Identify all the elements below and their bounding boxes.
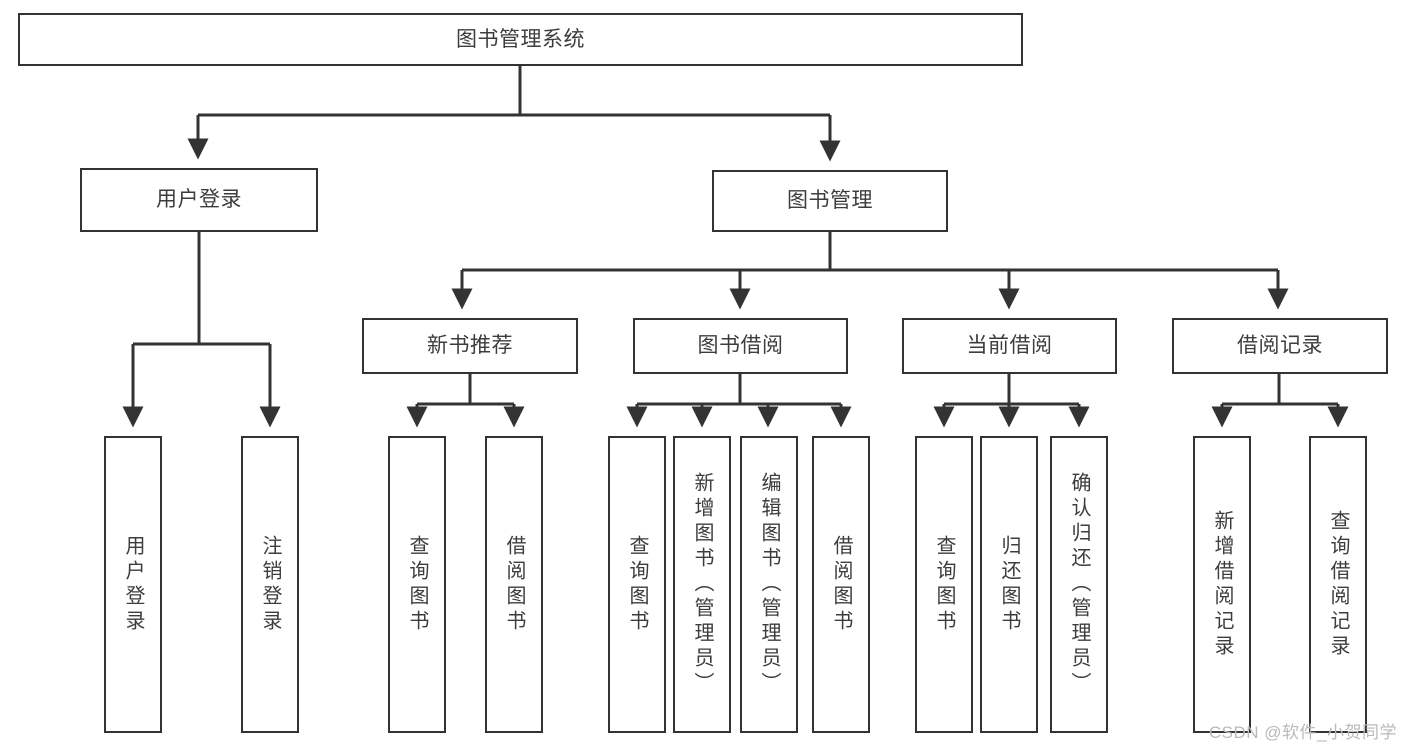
leaf-add-record[interactable]: 新增借阅记录 — [1193, 436, 1251, 733]
leaf-borrow-book-2-label: 借阅图书 — [830, 534, 852, 635]
leaf-query-book-2-label: 查询图书 — [626, 534, 648, 635]
leaf-query-book-1[interactable]: 查询图书 — [388, 436, 446, 733]
node-book-management[interactable]: 图书管理 — [712, 170, 948, 232]
leaf-query-book-3[interactable]: 查询图书 — [915, 436, 973, 733]
node-user-login-label: 用户登录 — [156, 188, 242, 212]
leaf-add-book[interactable]: 新增图书（管理员） — [673, 436, 731, 733]
node-book-borrow[interactable]: 图书借阅 — [633, 318, 848, 374]
leaf-query-book-2[interactable]: 查询图书 — [608, 436, 666, 733]
leaf-user-logout[interactable]: 注销登录 — [241, 436, 299, 733]
node-book-management-label: 图书管理 — [787, 189, 873, 213]
node-root-system[interactable]: 图书管理系统 — [18, 13, 1023, 66]
leaf-query-record-label: 查询借阅记录 — [1327, 509, 1349, 660]
leaf-add-record-label: 新增借阅记录 — [1211, 509, 1233, 660]
node-borrow-record-label: 借阅记录 — [1237, 334, 1323, 358]
leaf-edit-book[interactable]: 编辑图书（管理员） — [740, 436, 798, 733]
node-user-login[interactable]: 用户登录 — [80, 168, 318, 232]
leaf-confirm-return-label: 确认归还（管理员） — [1068, 472, 1090, 697]
node-borrow-record[interactable]: 借阅记录 — [1172, 318, 1388, 374]
leaf-confirm-return[interactable]: 确认归还（管理员） — [1050, 436, 1108, 733]
leaf-user-login-label: 用户登录 — [122, 534, 144, 635]
leaf-add-book-label: 新增图书（管理员） — [691, 472, 713, 697]
leaf-borrow-book-1-label: 借阅图书 — [503, 534, 525, 635]
node-current-borrow-label: 当前借阅 — [966, 334, 1053, 358]
node-book-borrow-label: 图书借阅 — [697, 334, 784, 358]
leaf-user-login[interactable]: 用户登录 — [104, 436, 162, 733]
leaf-user-logout-label: 注销登录 — [259, 534, 281, 635]
leaf-query-book-1-label: 查询图书 — [406, 534, 428, 635]
leaf-borrow-book-2[interactable]: 借阅图书 — [812, 436, 870, 733]
node-new-book-recommend-label: 新书推荐 — [427, 334, 513, 358]
leaf-return-book[interactable]: 归还图书 — [980, 436, 1038, 733]
leaf-return-book-label: 归还图书 — [998, 534, 1020, 635]
node-root-system-label: 图书管理系统 — [456, 27, 585, 51]
leaf-query-record[interactable]: 查询借阅记录 — [1309, 436, 1367, 733]
leaf-query-book-3-label: 查询图书 — [933, 534, 955, 635]
leaf-borrow-book-1[interactable]: 借阅图书 — [485, 436, 543, 733]
csdn-watermark: CSDN @软件_小贺同学 — [1208, 723, 1397, 742]
node-current-borrow[interactable]: 当前借阅 — [902, 318, 1117, 374]
node-new-book-recommend[interactable]: 新书推荐 — [362, 318, 578, 374]
leaf-edit-book-label: 编辑图书（管理员） — [758, 472, 780, 697]
